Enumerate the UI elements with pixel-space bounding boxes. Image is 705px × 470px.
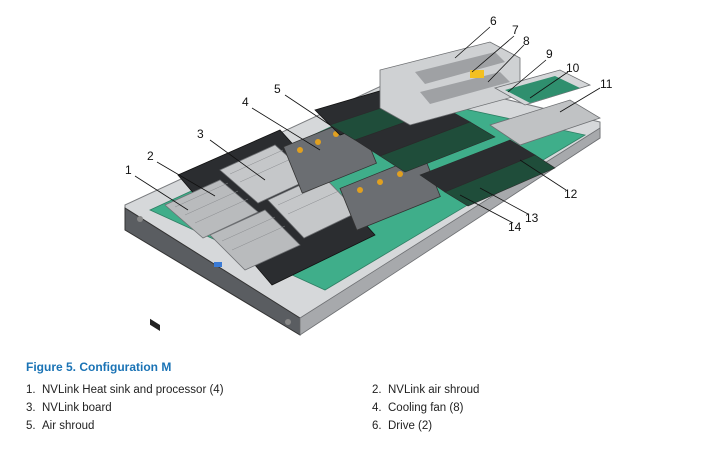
memory-modules: [329, 94, 556, 207]
riser-card: [489, 69, 601, 146]
callout-11: 11: [600, 77, 613, 91]
callout-9: 9: [546, 47, 553, 61]
callout-6: 6: [490, 14, 497, 28]
callout-1: 1: [125, 163, 132, 177]
callout-2: 2: [147, 149, 154, 163]
legend-text: NVLink board: [42, 402, 112, 414]
callout-5: 5: [274, 82, 281, 96]
callout-3: 3: [197, 127, 204, 141]
legend-number: 4.: [372, 402, 382, 414]
callout-4: 4: [242, 95, 249, 109]
legend-text: Air shroud: [42, 420, 95, 432]
legend-item: 2. NVLink air shroud: [372, 383, 686, 397]
legend-number: 5.: [26, 420, 36, 432]
legend-text: NVLink air shroud: [388, 384, 480, 396]
callout-7: 7: [512, 23, 519, 37]
callout-13: 13: [525, 211, 539, 225]
legend-item: 5. Air shroud: [26, 419, 372, 433]
figure-caption: Figure 5. Configuration M: [26, 360, 172, 374]
legend-text: NVLink Heat sink and processor (4): [42, 384, 224, 396]
legend-item: 6. Drive (2): [372, 419, 686, 433]
callout-10: 10: [566, 61, 580, 75]
drive-cage: [379, 41, 521, 126]
legend-text: Drive (2): [388, 420, 433, 432]
callout-labels: 1 2 3 4 5 6 7 8 9 10 11 12 13 14: [125, 14, 613, 234]
callout-12: 12: [564, 187, 578, 201]
callout-8: 8: [523, 34, 530, 48]
legend-number: 3.: [26, 402, 36, 414]
callout-leaders: [134, 26, 601, 224]
legend-text: Cooling fan (8): [388, 402, 464, 414]
legend-number: 1.: [26, 384, 36, 396]
legend-item: 4. Cooling fan (8): [372, 401, 686, 415]
legend-number: 2.: [372, 384, 382, 396]
legend-number: 6.: [372, 420, 382, 432]
front-drive-bays: [137, 216, 291, 331]
figure-legend: 1. NVLink Heat sink and processor (4) 2.…: [26, 383, 686, 433]
callout-14: 14: [508, 220, 522, 234]
server-diagram: 1 2 3 4 5 6 7 8 9 10 11 12 13 14: [124, 14, 613, 336]
legend-item: 1. NVLink Heat sink and processor (4): [26, 383, 372, 397]
legend-item: 3. NVLink board: [26, 401, 372, 415]
